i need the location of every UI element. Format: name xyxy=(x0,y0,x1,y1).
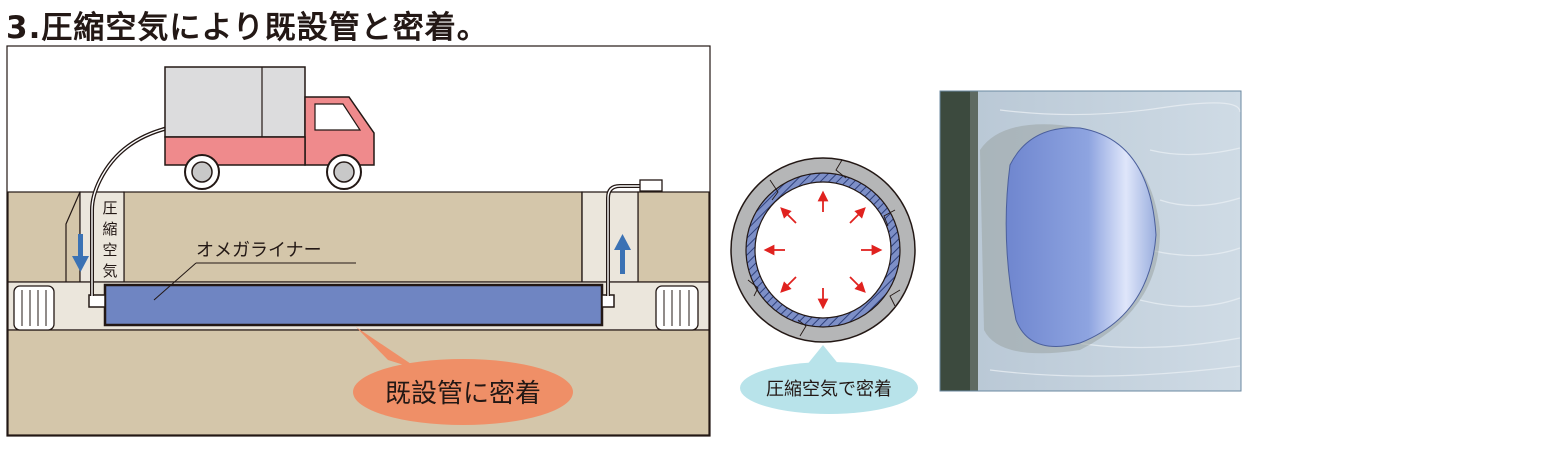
air-in-arrow xyxy=(72,234,89,272)
soil-left-block xyxy=(7,191,81,283)
truck xyxy=(164,66,375,190)
page-title: 3.圧縮空気により既設管と密着。 xyxy=(6,10,489,46)
svg-text:気: 気 xyxy=(102,262,117,280)
liner-photo xyxy=(939,90,1242,392)
soil-center-block xyxy=(123,191,583,283)
svg-text:空: 空 xyxy=(102,241,117,259)
air-out-arrow xyxy=(614,234,631,274)
cross-section: 圧縮空気で密着 xyxy=(730,157,918,414)
cable-drum-right xyxy=(655,285,699,331)
adhesion-callout: 既設管に密着 xyxy=(353,327,573,425)
svg-text:縮: 縮 xyxy=(102,220,117,238)
svg-text:圧: 圧 xyxy=(102,199,117,217)
soil-right-block xyxy=(637,191,710,283)
compressed-air-label: 圧 縮 空 気 xyxy=(102,199,117,280)
omega-liner xyxy=(103,283,604,327)
pressure-arrows xyxy=(763,190,883,310)
cross-section-callout-text: 圧縮空気で密着 xyxy=(766,379,892,400)
installation-panel: 圧 縮 空 気 オメガライナー 既設管に密着 xyxy=(6,45,711,437)
liner-label: オメガライナー xyxy=(196,240,322,261)
cable-drum-left xyxy=(13,285,55,331)
adhesion-callout-text: 既設管に密着 xyxy=(385,379,541,409)
